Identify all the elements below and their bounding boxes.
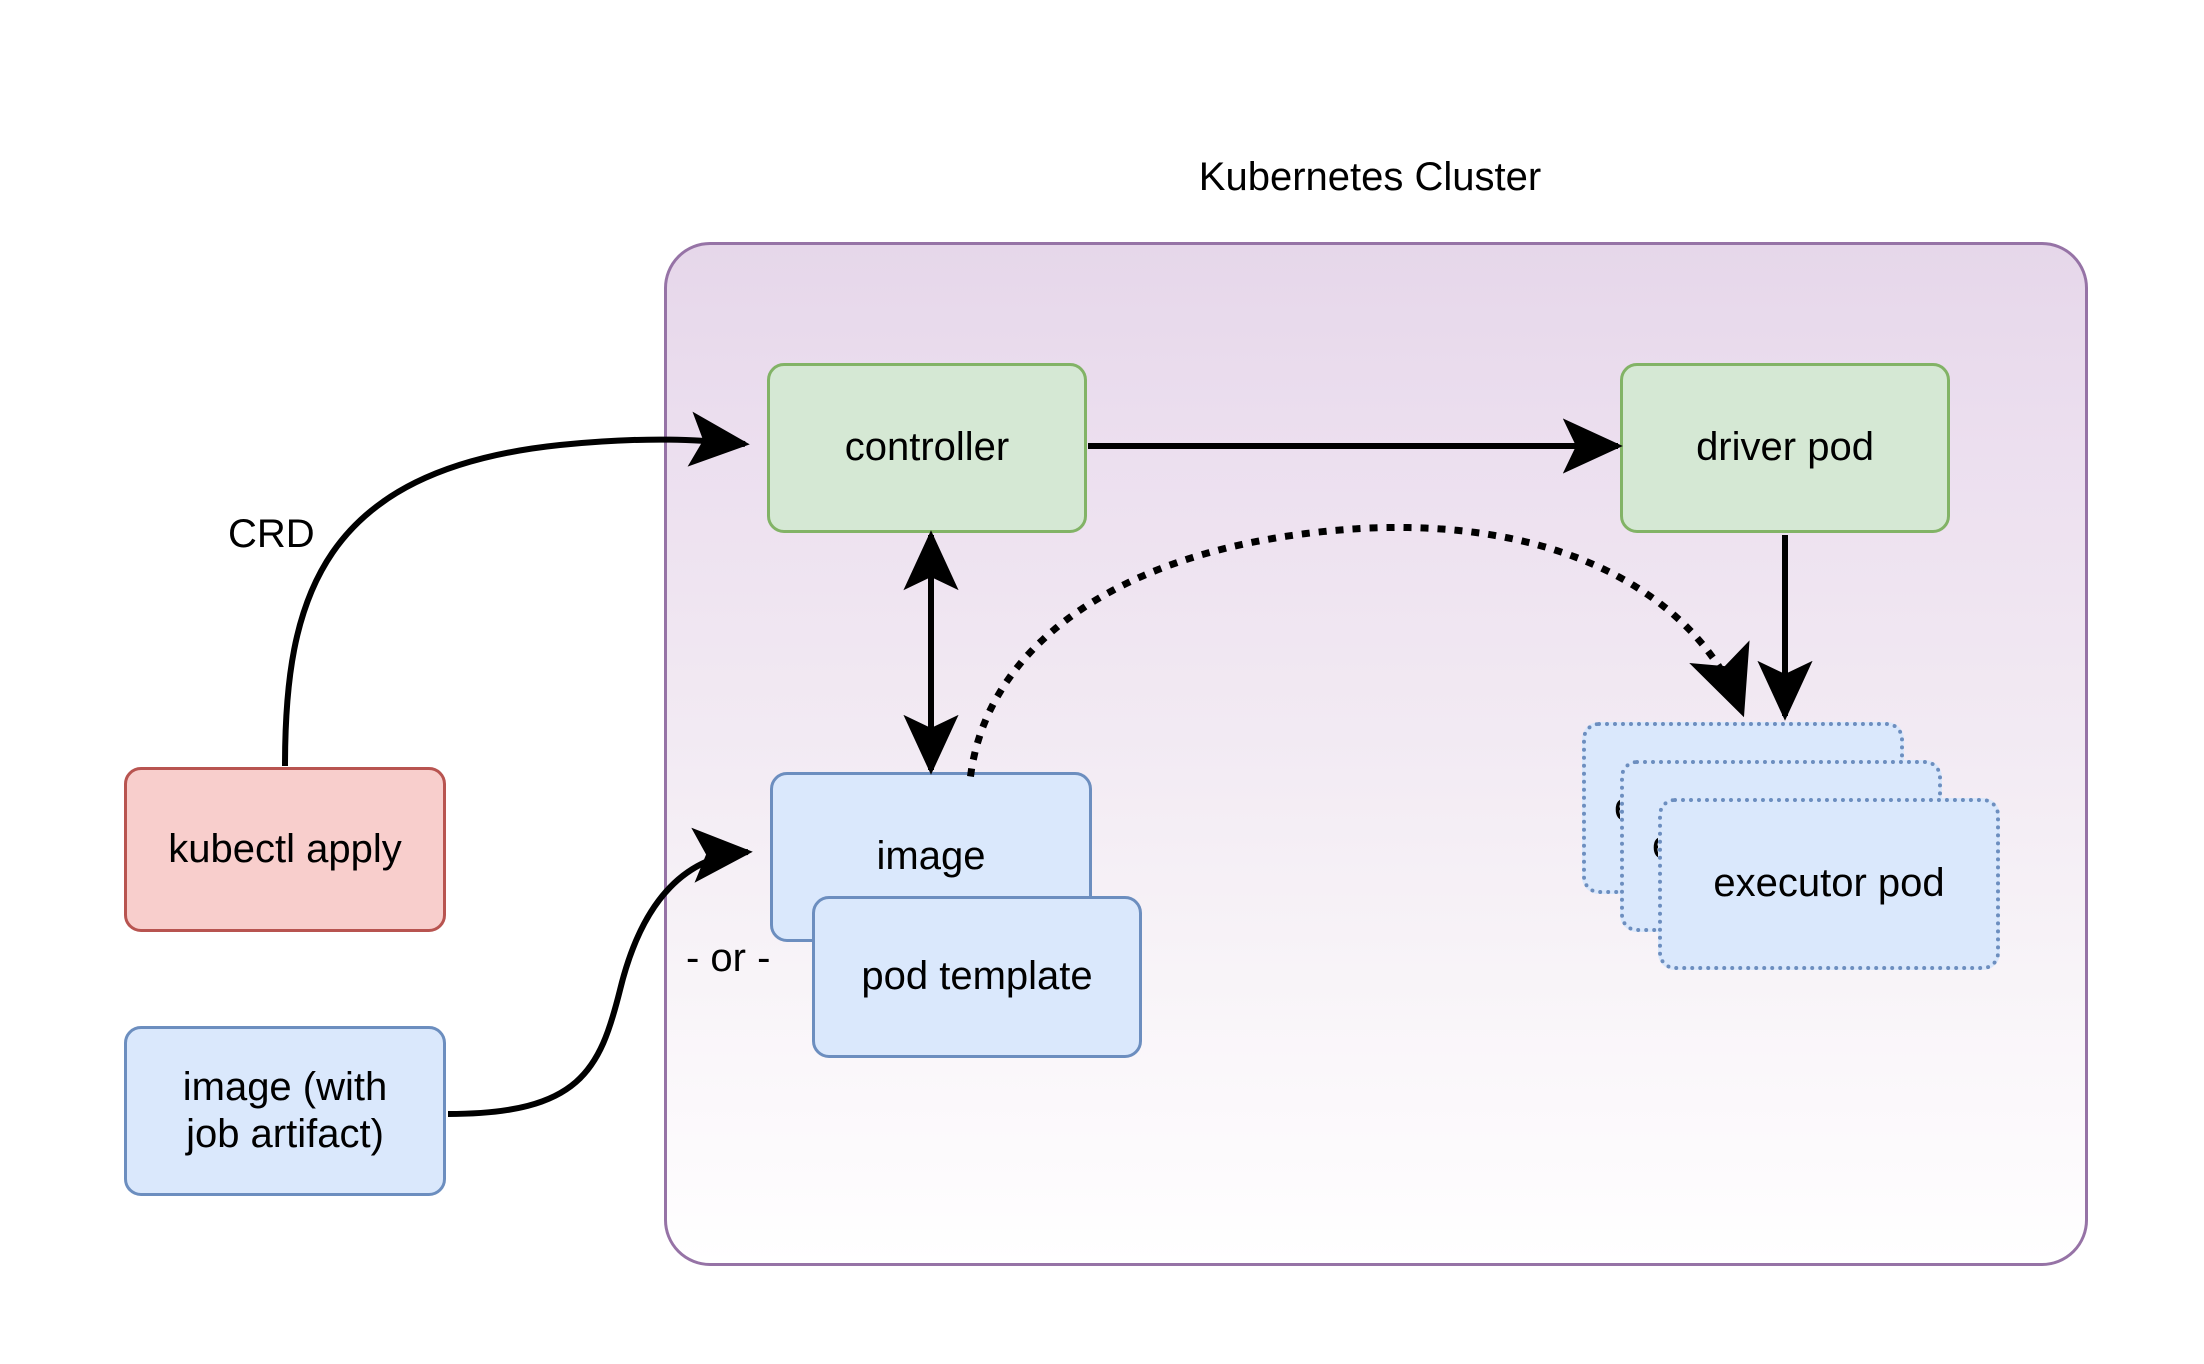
edge-label-or: - or - — [686, 936, 771, 980]
node-driver-pod[interactable]: driver pod — [1620, 363, 1950, 533]
node-controller[interactable]: controller — [767, 363, 1087, 533]
node-image-with-job-artifact[interactable]: image (with job artifact) — [124, 1026, 446, 1196]
image-artifact-line-2: job artifact) — [186, 1112, 384, 1156]
node-kubectl-apply[interactable]: kubectl apply — [124, 767, 446, 932]
edge-label-crd: CRD — [228, 512, 315, 556]
cluster-title: Kubernetes Cluster — [1198, 155, 1542, 200]
node-executor-pod-front[interactable]: executor pod — [1658, 798, 2000, 970]
image-artifact-line-1: image (with — [182, 1064, 388, 1109]
node-pod-template[interactable]: pod template — [812, 896, 1142, 1058]
